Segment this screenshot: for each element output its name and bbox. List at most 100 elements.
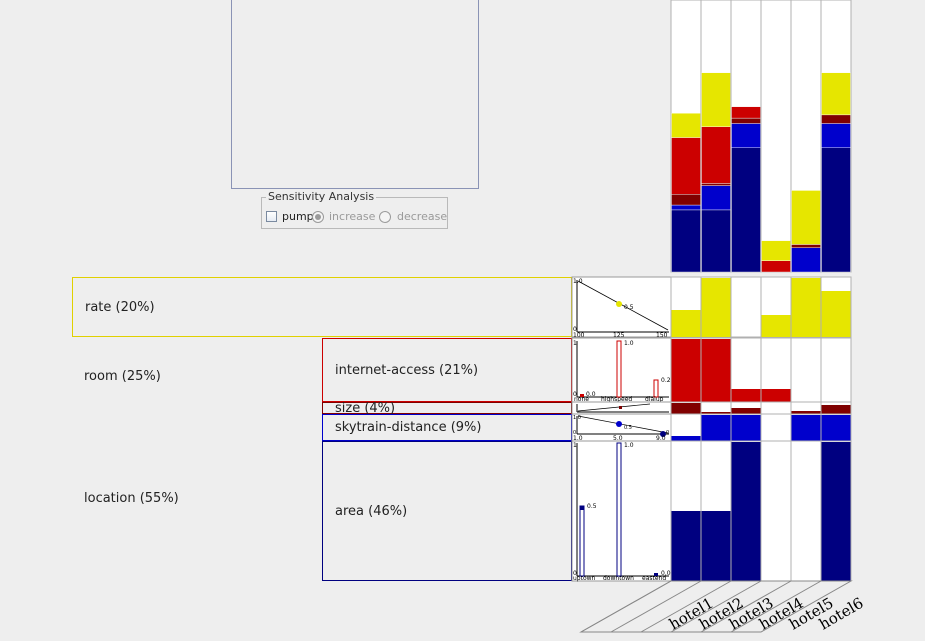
score-internet-hotel3 [731, 389, 761, 402]
location-label: location (55%) [84, 491, 179, 506]
hotel-label-hotel3[interactable]: hotel3 [726, 594, 777, 634]
internet-bar-highspeed [616, 340, 622, 398]
decrease-radio[interactable] [379, 211, 391, 223]
total-rate-hotel1 [671, 113, 701, 138]
rate-x-tick-2: 150 [656, 332, 668, 339]
decrease-label[interactable]: decrease [397, 210, 448, 223]
total-rate-hotel6 [821, 72, 851, 116]
cell-size-hotel5 [790, 401, 822, 415]
internet-y-top: 1 [573, 340, 577, 347]
hotel-label-hotel4[interactable]: hotel4 [756, 594, 807, 634]
hotel-label-hotel5[interactable]: hotel5 [786, 594, 837, 634]
area-cat-0: uptown [573, 575, 596, 582]
total-skytrain-hotel2 [701, 185, 731, 211]
cell-skytrain-hotel6 [820, 413, 852, 442]
score-rate-hotel5 [791, 278, 821, 337]
cell-area-hotel6 [820, 440, 852, 582]
cell-area-hotel2 [700, 440, 732, 582]
total-size-hotel2 [701, 183, 731, 186]
internet-bar-dialup [653, 379, 659, 398]
cell-skytrain-hotel2 [700, 413, 732, 442]
cell-rate-hotel1 [670, 276, 702, 338]
total-size-hotel6 [821, 114, 851, 124]
top-panel [231, 0, 479, 189]
cell-internet-hotel2 [700, 337, 732, 403]
area-value-function[interactable]: 1 0 0.5 1.0 0.0 uptown downtown eastend [571, 440, 672, 582]
area-cat-1: downtown [603, 575, 634, 582]
cell-skytrain-hotel1 [670, 413, 702, 442]
score-area-hotel6 [821, 442, 851, 581]
internet-cat-2: dialup [645, 396, 664, 403]
room-label: room (25%) [84, 369, 161, 384]
total-internet-hotel2 [701, 126, 731, 184]
skytrain-x-tick-2: 9.0 [656, 435, 666, 442]
cell-rate-hotel6 [820, 276, 852, 338]
score-skytrain-hotel1 [671, 436, 701, 441]
hotel-label-panel [579, 580, 853, 633]
total-rate-hotel4 [761, 240, 791, 261]
rate-x-tick-1: 125 [613, 332, 625, 339]
hotel-divider-hotel1 [580, 580, 672, 633]
hotel-divider-hotel6 [730, 580, 822, 633]
score-internet-hotel1 [671, 339, 701, 402]
score-area-hotel1 [671, 511, 701, 581]
cell-internet-hotel5 [790, 337, 822, 403]
total-size-hotel5 [791, 244, 821, 248]
total-skytrain-hotel5 [791, 247, 821, 273]
area-val-2: 0.0 [661, 570, 671, 577]
total-bar-bg-hotel3 [730, 0, 762, 273]
hotel-label-hotel6[interactable]: hotel6 [816, 594, 867, 634]
increase-radio[interactable] [312, 211, 324, 223]
total-area-hotel2 [701, 209, 731, 273]
rate-point-label: 0.5 [624, 304, 634, 311]
area-bar-uptown [579, 505, 585, 577]
total-bar-bg-hotel2 [700, 0, 732, 273]
cell-skytrain-hotel5 [790, 413, 822, 442]
rate-y-bot: 0 [573, 326, 577, 333]
internet-access-label: internet-access (21%) [335, 363, 479, 378]
skytrain-point-label: 0.5 [624, 425, 632, 431]
area-label: area (46%) [335, 504, 408, 519]
internet-cat-0: none [574, 396, 589, 403]
cell-size-hotel6 [820, 401, 852, 415]
pump-label[interactable]: pump [282, 210, 314, 223]
internet-val-2: 0.2 [661, 377, 671, 384]
hotel-divider-hotel5 [700, 580, 792, 633]
skytrain-x-tick-1: 5.0 [613, 435, 623, 442]
pump-checkbox[interactable] [266, 211, 277, 222]
total-size-hotel3 [731, 117, 761, 124]
hotel-label-hotel2[interactable]: hotel2 [696, 594, 747, 634]
internet-value-function[interactable]: 1 0 0.0 1.0 0.2 none highspeed dialup [571, 337, 672, 403]
total-area-hotel3 [731, 147, 761, 273]
skytrain-value-function[interactable]: 1.0 0 0.5 0 1.0 5.0 9.0 [571, 413, 672, 442]
skytrain-y-bot: 0 [573, 430, 576, 436]
increase-label[interactable]: increase [329, 210, 376, 223]
total-bar-bg-hotel4 [760, 0, 792, 273]
cell-size-hotel2 [700, 401, 732, 415]
hotel-label-hotel1[interactable]: hotel1 [666, 594, 717, 634]
cell-internet-hotel6 [820, 337, 852, 403]
cell-area-hotel1 [670, 440, 702, 582]
score-rate-hotel6 [821, 291, 851, 337]
hotel-divider-hotel4 [670, 580, 762, 633]
area-bar-eastend [654, 573, 658, 576]
cell-area-hotel3 [730, 440, 762, 582]
cell-skytrain-hotel3 [730, 413, 762, 442]
area-val-0: 0.5 [587, 503, 597, 510]
total-area-hotel6 [821, 147, 851, 273]
cell-size-hotel4 [760, 401, 792, 415]
skytrain-point-mid [616, 421, 622, 427]
internet-val-1: 1.0 [624, 340, 634, 347]
cell-internet-hotel3 [730, 337, 762, 403]
total-bar-bg-hotel5 [790, 0, 822, 273]
skytrain-point-end [660, 431, 666, 437]
rate-value-function[interactable]: 1.0 0 0.5 100 125 150 [571, 276, 672, 339]
cell-area-hotel5 [790, 440, 822, 582]
score-skytrain-hotel3 [731, 415, 761, 441]
total-internet-hotel1 [671, 137, 701, 195]
cell-rate-hotel2 [700, 276, 732, 338]
area-bar-downtown [616, 442, 622, 577]
size-value-function[interactable] [571, 401, 672, 415]
total-rate-hotel2 [701, 72, 731, 127]
